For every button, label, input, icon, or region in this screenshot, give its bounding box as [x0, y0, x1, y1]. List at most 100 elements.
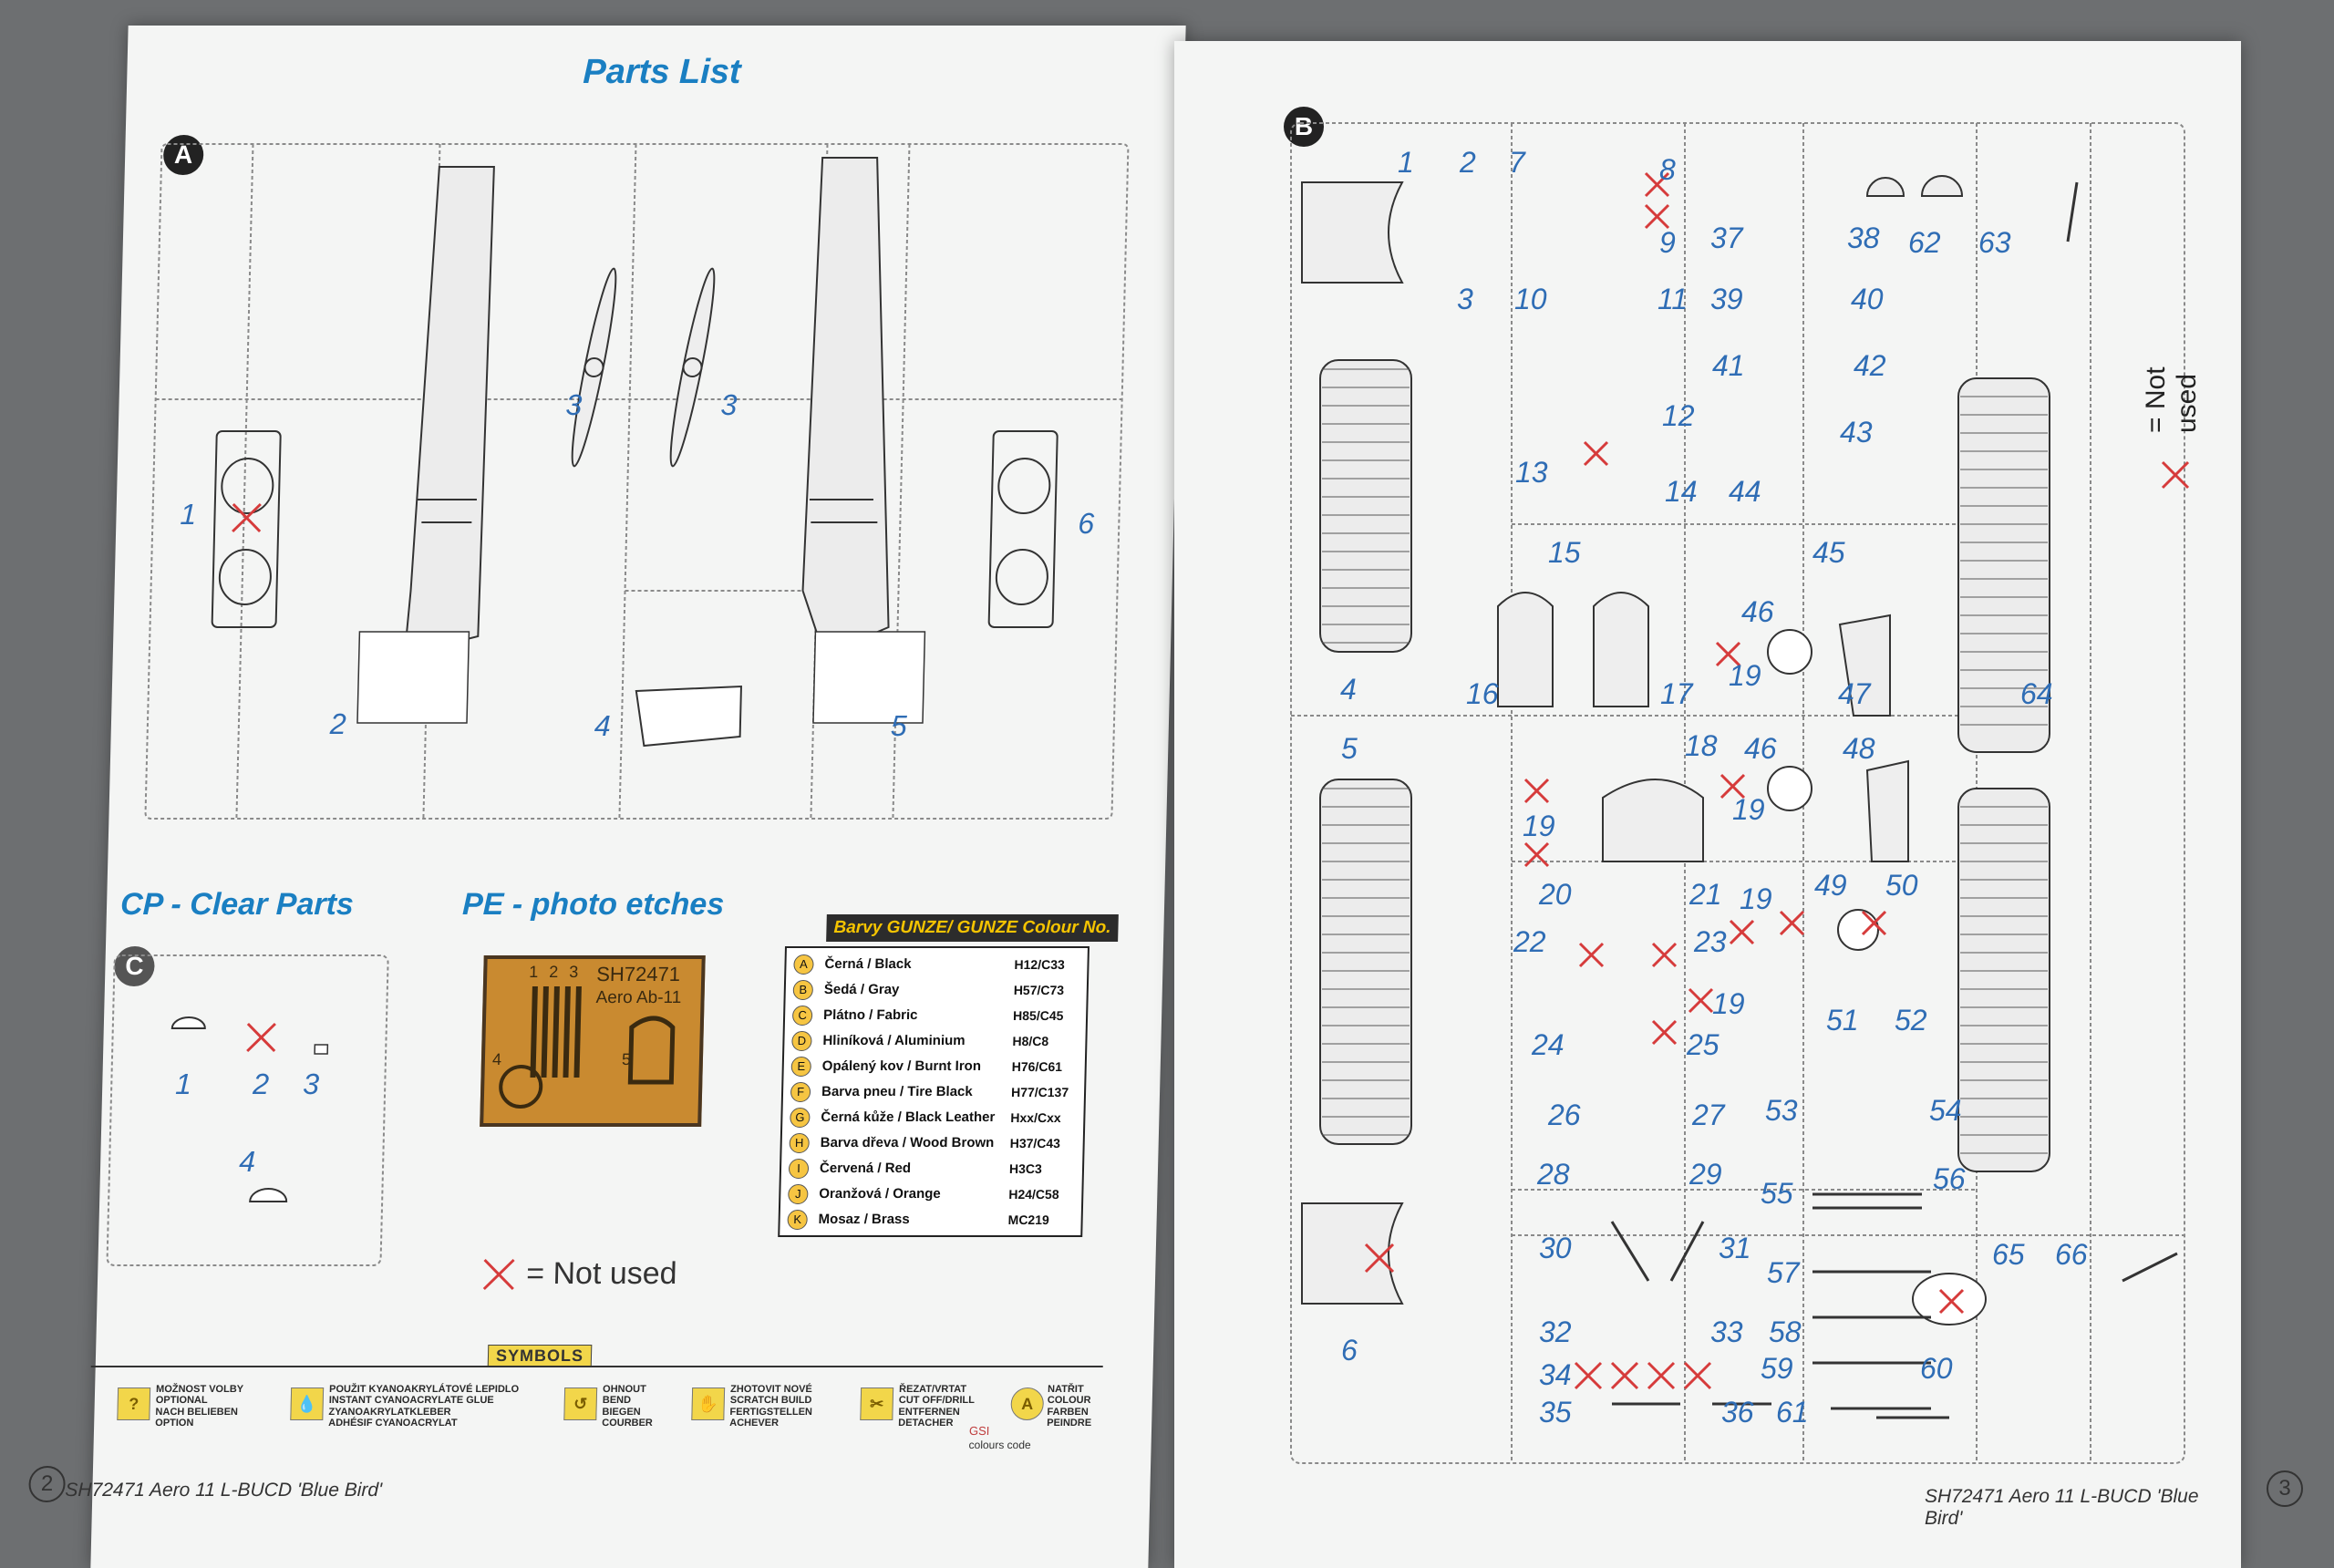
- colour-letter: I: [788, 1159, 810, 1179]
- part-number: 7: [1509, 146, 1525, 179]
- part-number: 5: [1341, 732, 1358, 765]
- pe-fret: SH72471 Aero Ab-11 1 2 3 4 5: [480, 955, 706, 1127]
- part-number: 26: [1548, 1099, 1581, 1131]
- part-number: 6: [1341, 1334, 1358, 1367]
- part-number: 55: [1761, 1177, 1793, 1210]
- glue-icon: 💧: [290, 1387, 325, 1420]
- part-number: 5: [890, 709, 908, 742]
- colour-name: Šedá / Gray: [823, 982, 900, 997]
- colour-name: Černá kůže / Black Leather: [821, 1109, 996, 1125]
- part-number: 31: [1719, 1232, 1751, 1264]
- footer-title: SH72471 Aero 11 L-BUCD 'Blue Bird': [1925, 1486, 2199, 1529]
- part-number: 61: [1776, 1396, 1809, 1429]
- colour-name: Červená / Red: [819, 1161, 912, 1176]
- cut-icon: ✂: [860, 1387, 894, 1420]
- part-number: 21: [1689, 878, 1722, 911]
- symbol-cut-text: ŘEZAT/VRTAT CUT OFF/DRILL ENTFERNEN DETA…: [898, 1384, 976, 1429]
- colour-code: H57/C73: [1013, 983, 1065, 997]
- colour-letter: F: [790, 1082, 811, 1102]
- colour-code: H37/C43: [1009, 1136, 1061, 1150]
- footer-title: SH72471 Aero 11 L-BUCD 'Blue Bird': [65, 1480, 383, 1501]
- part-number: 10: [1514, 283, 1547, 315]
- part-number: 3: [302, 1068, 320, 1100]
- part-number: 4: [594, 709, 612, 742]
- part-number: 11: [1658, 283, 1689, 315]
- gsi-label: GSI: [968, 1424, 990, 1438]
- colour-code: Hxx/Cxx: [1010, 1110, 1061, 1125]
- colour-letter: C: [791, 1006, 813, 1026]
- part-number: 54: [1929, 1094, 1962, 1127]
- part-number: 53: [1765, 1094, 1798, 1127]
- part-number: 42: [1854, 349, 1886, 382]
- part-number: 66: [2055, 1238, 2088, 1271]
- part-number: 3: [720, 388, 738, 421]
- cross-icon: [2161, 460, 2190, 490]
- symbols-strip: ? MOŽNOST VOLBY OPTIONAL NACH BELIEBEN O…: [88, 1366, 1103, 1472]
- part-number: 39: [1710, 283, 1743, 315]
- colour-code: H8/C8: [1012, 1034, 1049, 1048]
- sprue-a-frame: [144, 143, 1130, 820]
- part-number: 8: [1659, 153, 1676, 186]
- part-number: 1: [1398, 146, 1414, 179]
- part-number: 20: [1539, 878, 1572, 911]
- colour-letter: J: [788, 1184, 809, 1204]
- part-number: 60: [1920, 1352, 1953, 1385]
- colour-letter: D: [791, 1031, 812, 1051]
- clear-parts-frame: [106, 954, 389, 1266]
- part-number: 48: [1843, 732, 1875, 765]
- part-number: 44: [1729, 475, 1761, 508]
- part-number: 23: [1694, 925, 1727, 958]
- part-number: 46: [1741, 595, 1774, 628]
- part-number: 16: [1466, 677, 1499, 710]
- part-number: 56: [1933, 1162, 1966, 1195]
- colour-letter: A: [793, 954, 814, 975]
- part-number: 35: [1539, 1396, 1572, 1429]
- part-number: 15: [1548, 536, 1581, 569]
- part-number: 27: [1692, 1099, 1725, 1131]
- part-number: 12: [1662, 399, 1695, 432]
- part-number: 33: [1710, 1315, 1743, 1348]
- part-number: 64: [2020, 677, 2053, 710]
- part-number: 3: [1457, 283, 1473, 315]
- colour-name: Mosaz / Brass: [818, 1212, 910, 1227]
- part-number: 3: [565, 388, 583, 421]
- part-number: 29: [1689, 1158, 1722, 1191]
- symbol-optional-text: MOŽNOST VOLBY OPTIONAL NACH BELIEBEN OPT…: [155, 1384, 244, 1429]
- part-number: 50: [1885, 869, 1918, 902]
- part-number: 45: [1812, 536, 1845, 569]
- part-number: 19: [1523, 810, 1555, 842]
- part-number: 51: [1826, 1004, 1859, 1037]
- colour-letter: E: [790, 1057, 812, 1077]
- part-number: 24: [1532, 1028, 1565, 1061]
- colours-code-label: colours code: [968, 1439, 1031, 1451]
- gunze-header: Barvy GUNZE/ GUNZE Colour No.: [826, 914, 1119, 942]
- symbol-glue-text: POUŽIT KYANOAKRYLÁTOVÉ LEPIDLO INSTANT C…: [328, 1384, 520, 1429]
- colour-name: Oranžová / Orange: [819, 1186, 941, 1202]
- colour-code: H12/C33: [1014, 957, 1065, 972]
- left-page: Parts List A: [28, 26, 1186, 1568]
- part-number: 63: [1978, 226, 2011, 259]
- part-number: 2: [252, 1068, 270, 1100]
- part-number: 9: [1659, 226, 1676, 259]
- colour-name: Barva pneu / Tire Black: [821, 1084, 973, 1099]
- part-number: 19: [1712, 987, 1745, 1020]
- part-number: 14: [1665, 475, 1698, 508]
- page-number: 3: [2267, 1470, 2303, 1507]
- sprue-b-frame: [1290, 122, 2185, 1464]
- part-number: 59: [1761, 1352, 1793, 1385]
- pe-title: PE - photo etches: [461, 887, 725, 922]
- part-number: 25: [1687, 1028, 1720, 1061]
- colour-name: Plátno / Fabric: [822, 1007, 918, 1023]
- not-used-label: = Not used: [2141, 366, 2202, 433]
- colour-code: H76/C61: [1011, 1059, 1063, 1074]
